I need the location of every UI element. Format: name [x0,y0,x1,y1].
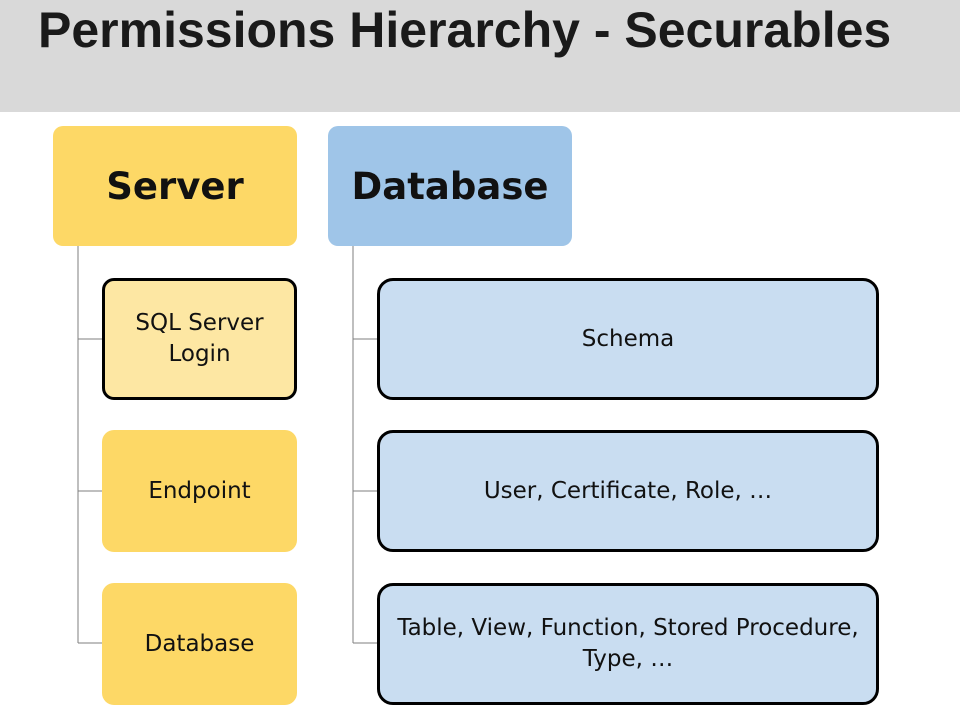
sql-server-login-node: SQL Server Login [102,278,297,400]
title-bar: Permissions Hierarchy - Securables [0,0,960,112]
schema-node: Schema [377,278,879,400]
table-view-function-node: Table, View, Function, Stored Procedure,… [377,583,879,705]
server-database-node: Database [102,583,297,705]
page-title: Permissions Hierarchy - Securables [38,2,892,58]
database-header: Database [328,126,572,246]
server-header: Server [53,126,297,246]
endpoint-node: Endpoint [102,430,297,552]
user-certificate-role-node: User, Certificate, Role, … [377,430,879,552]
